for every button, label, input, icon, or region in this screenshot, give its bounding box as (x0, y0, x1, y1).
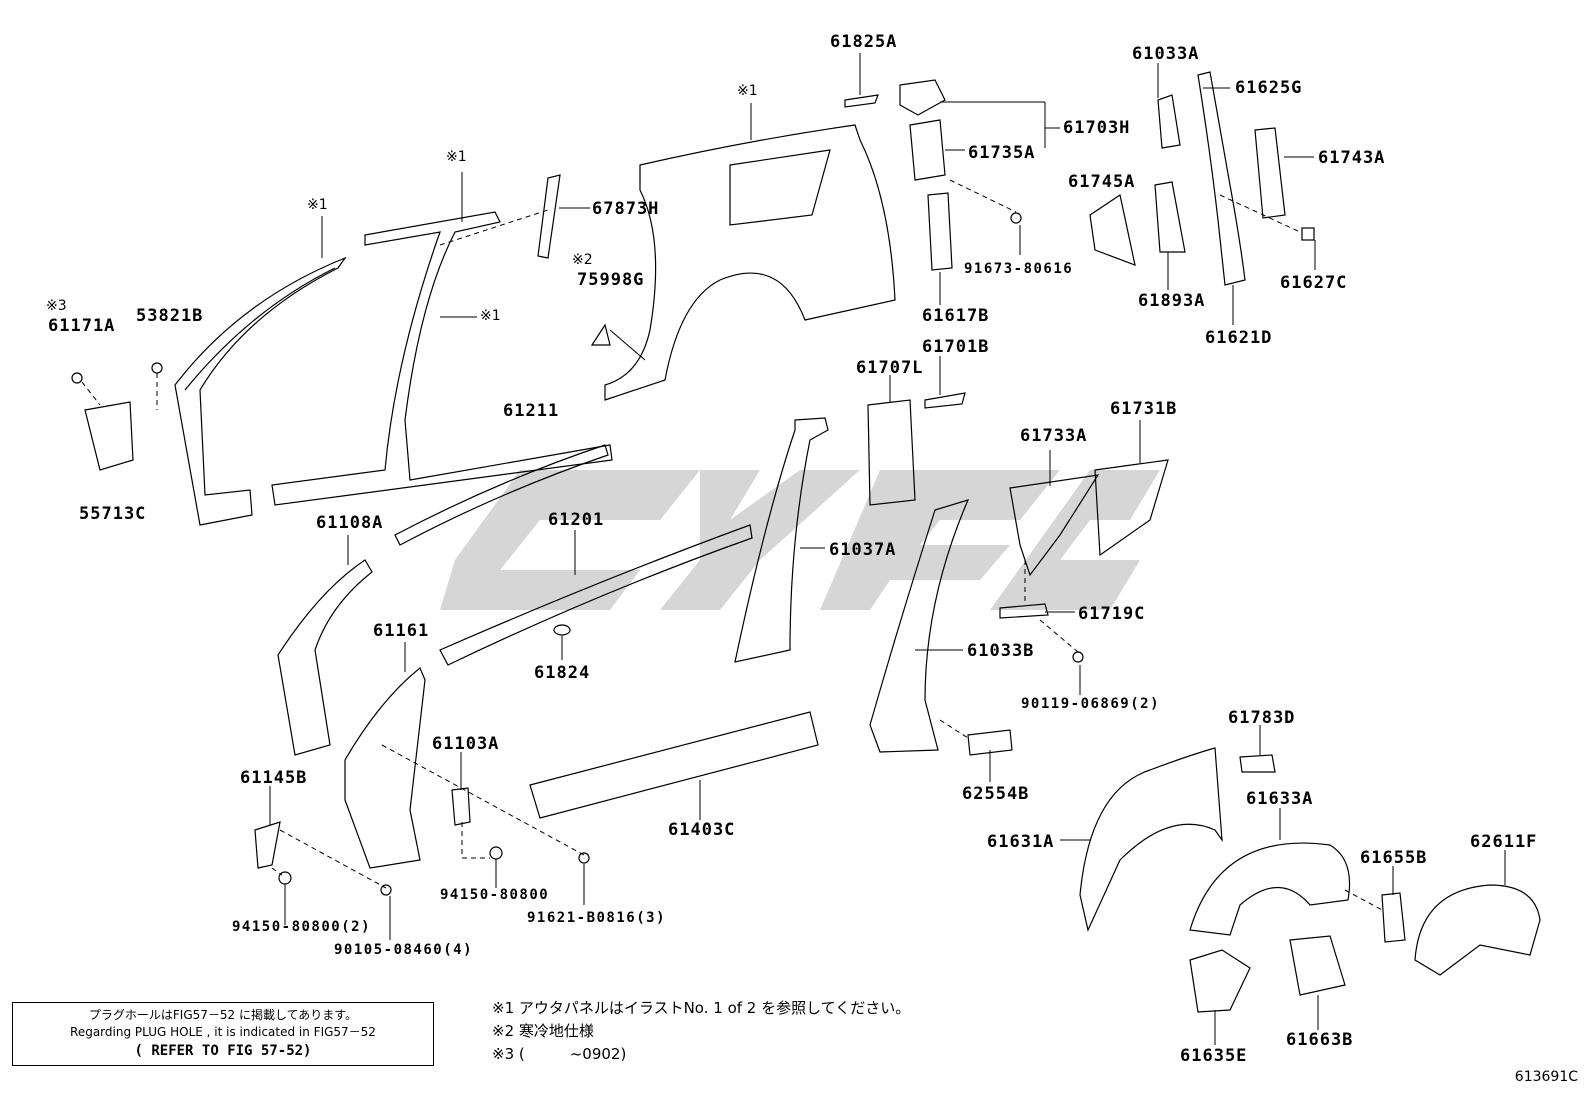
ref-mark-1-front-pillar: ※1 (307, 197, 328, 213)
label-61824[interactable]: 61824 (534, 663, 591, 683)
label-61707l[interactable]: 61707L (856, 358, 924, 378)
label-55713c[interactable]: 55713C (79, 504, 147, 524)
label-61201[interactable]: 61201 (548, 510, 605, 530)
roof-rail-strip (394, 444, 609, 546)
footnote-1: ※1 アウタパネルはイラストNo. 1 of 2 を参照してください。 (492, 999, 911, 1017)
label-90105-08460[interactable]: 90105-08460(4) (334, 942, 474, 958)
label-94150-80800-2[interactable]: 94150-80800(2) (232, 919, 372, 935)
plug-hole-note-box: プラグホールはFIG57－52 に掲載してあります。 Regarding PLU… (12, 1002, 434, 1066)
note-refer-link[interactable]: ( REFER TO FIG 57-52) (134, 1043, 312, 1059)
ref-mark-1-quarter: ※1 (737, 83, 758, 99)
ref-mark-2: ※2 (572, 252, 593, 268)
label-61171a[interactable]: 61171A (48, 316, 116, 336)
label-91673-80616[interactable]: 91673-80616 (964, 261, 1074, 277)
label-61403c[interactable]: 61403C (668, 820, 736, 840)
label-61655b[interactable]: 61655B (1360, 848, 1428, 868)
label-61733a[interactable]: 61733A (1020, 426, 1088, 446)
label-61703h[interactable]: 61703H (1063, 118, 1131, 138)
label-94150-80800[interactable]: 94150-80800 (440, 887, 550, 903)
leader-lines (269, 53, 1506, 1045)
label-91621-b0816[interactable]: 91621-B0816(3) (527, 910, 667, 926)
part-outlines (71, 71, 1541, 1013)
label-61033b[interactable]: 61033B (967, 641, 1035, 661)
front-pillar-shape (174, 256, 347, 526)
label-61731b[interactable]: 61731B (1110, 399, 1178, 419)
ref-mark-3: ※3 (46, 298, 67, 314)
label-61663b[interactable]: 61663B (1286, 1030, 1354, 1050)
footnote-3: ※3 ( ~0902) (492, 1045, 627, 1063)
label-62611f[interactable]: 62611F (1470, 832, 1538, 852)
label-61617b[interactable]: 61617B (922, 306, 990, 326)
illustration-code: 613691C (1514, 1069, 1578, 1085)
label-61735a[interactable]: 61735A (968, 143, 1036, 163)
label-61161[interactable]: 61161 (373, 621, 430, 641)
label-61627c[interactable]: 61627C (1280, 273, 1348, 293)
label-61108a[interactable]: 61108A (316, 513, 384, 533)
watermark-logo (440, 470, 1160, 610)
label-61625g[interactable]: 61625G (1235, 78, 1303, 98)
label-61633a[interactable]: 61633A (1246, 789, 1314, 809)
quarter-panel-shape (604, 124, 896, 401)
label-61825a[interactable]: 61825A (830, 32, 898, 52)
note-line-jp: プラグホールはFIG57－52 に掲載してあります。 (88, 1008, 358, 1022)
label-61701b[interactable]: 61701B (922, 337, 990, 357)
label-61145b[interactable]: 61145B (240, 768, 308, 788)
label-90119-06869[interactable]: 90119-06869(2) (1021, 696, 1161, 712)
label-61635e[interactable]: 61635E (1180, 1046, 1248, 1066)
label-61745a[interactable]: 61745A (1068, 172, 1136, 192)
dashed-leader-lines (81, 179, 1383, 911)
label-61719c[interactable]: 61719C (1078, 604, 1146, 624)
ref-mark-1-center-pillar: ※1 (480, 308, 501, 324)
ref-mark-1-roof: ※1 (446, 149, 467, 165)
label-62554b[interactable]: 62554B (962, 784, 1030, 804)
label-75998g[interactable]: 75998G (577, 270, 645, 290)
label-61621d[interactable]: 61621D (1205, 328, 1273, 348)
label-61783d[interactable]: 61783D (1228, 708, 1296, 728)
label-61631a[interactable]: 61631A (987, 832, 1055, 852)
center-pillar-shape (271, 211, 613, 506)
label-61893a[interactable]: 61893A (1138, 291, 1206, 311)
note-line-en: Regarding PLUG HOLE , it is indicated in… (70, 1025, 376, 1039)
label-61037a[interactable]: 61037A (829, 540, 897, 560)
label-67873h[interactable]: 67873H (592, 199, 660, 219)
label-61033a[interactable]: 61033A (1132, 44, 1200, 64)
label-61743a[interactable]: 61743A (1318, 148, 1386, 168)
label-53821b[interactable]: 53821B (136, 306, 204, 326)
label-61103a[interactable]: 61103A (432, 734, 500, 754)
footnote-2: ※2 寒冷地仕様 (492, 1022, 594, 1040)
label-61211[interactable]: 61211 (503, 401, 560, 421)
